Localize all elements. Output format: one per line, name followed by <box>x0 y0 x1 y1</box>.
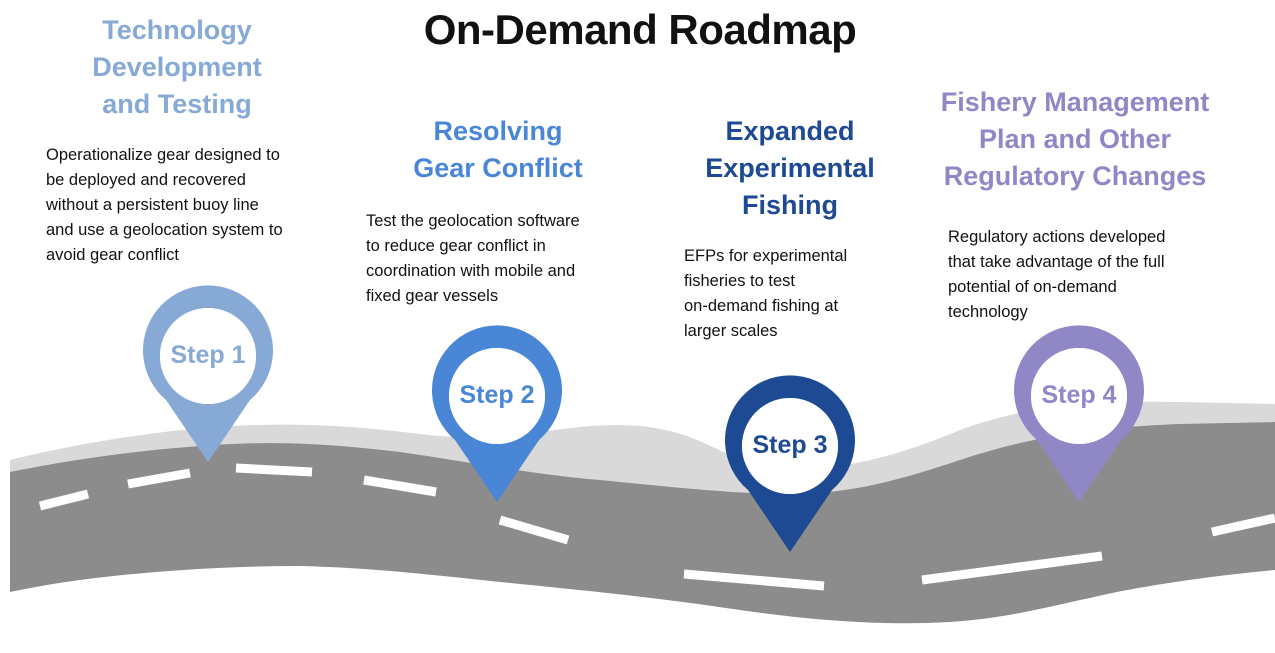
lane-dash <box>235 463 313 477</box>
step1-pin-label: Step 1 <box>170 341 246 369</box>
step1-description: Operationalize gear designed to be deplo… <box>46 146 283 264</box>
road-shoulder <box>10 401 1275 560</box>
step3-pin-label: Step 3 <box>752 431 828 459</box>
step3-description: EFPs for experimental fisheries to test … <box>684 247 848 340</box>
step1-pin: Step 1 <box>143 285 273 462</box>
step2-heading: Resolving Gear Conflict <box>413 116 583 183</box>
step4-description: Regulatory actions developed that take a… <box>948 228 1166 321</box>
lane-dash <box>1211 513 1275 537</box>
lane-markings <box>38 463 1275 591</box>
page-title: On-Demand Roadmap <box>423 6 857 53</box>
step4-pin: Step 4 <box>1014 325 1144 502</box>
lane-dash <box>127 468 191 489</box>
map-pin-icon <box>725 375 855 552</box>
step4-heading: Fishery Management Plan and Other Regula… <box>940 87 1210 191</box>
lane-dash <box>498 515 570 545</box>
lane-dash <box>38 489 90 511</box>
map-pin-icon <box>432 325 562 502</box>
step2-pin-label: Step 2 <box>459 381 535 409</box>
step2-pin: Step 2 <box>432 325 562 502</box>
lane-dash <box>921 551 1103 585</box>
lane-dash <box>683 569 825 591</box>
step3-heading: Expanded Experimental Fishing <box>705 116 875 220</box>
lane-dash <box>363 475 437 497</box>
map-pin-icon <box>143 285 273 462</box>
step2-description: Test the geolocation software to reduce … <box>366 212 580 305</box>
step3-pin: Step 3 <box>725 375 855 552</box>
step4-pin-label: Step 4 <box>1041 381 1117 409</box>
step1-heading: Technology Development and Testing <box>92 15 262 119</box>
map-pin-icon <box>1014 325 1144 502</box>
